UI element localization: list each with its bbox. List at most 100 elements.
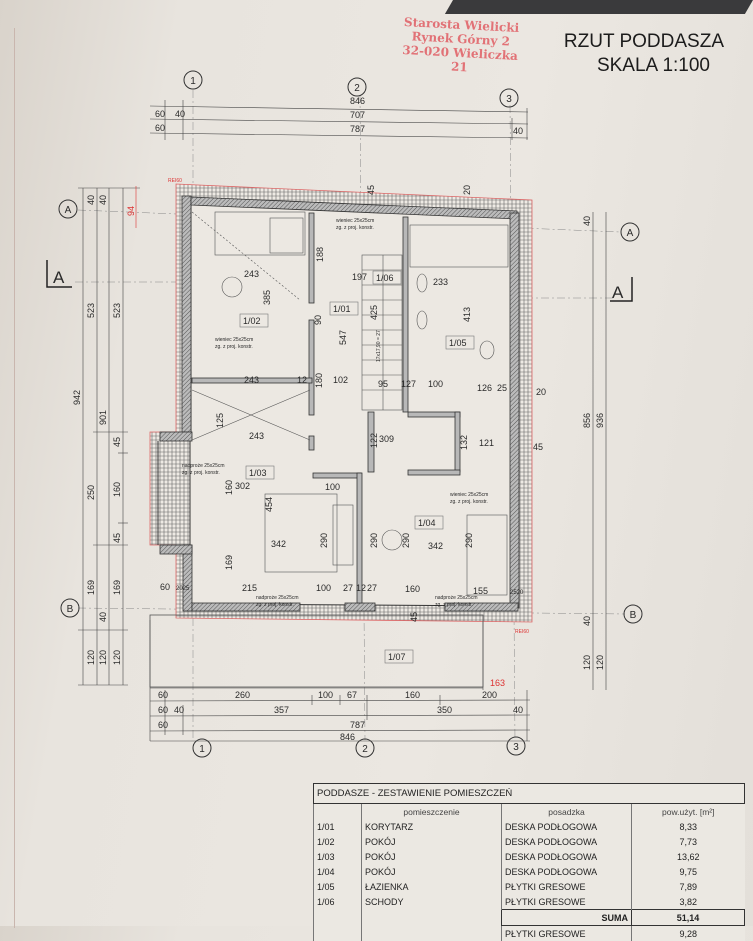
dim: 290 bbox=[401, 533, 411, 548]
dim: 20 bbox=[536, 387, 546, 397]
dim: 233 bbox=[433, 277, 448, 287]
note-zg: zg. z proj. konstr. bbox=[336, 225, 374, 231]
note-zg: zg. z proj. konstr. bbox=[256, 602, 294, 608]
dim: 100 bbox=[325, 482, 340, 492]
dim-red: 94 bbox=[126, 206, 136, 216]
dim: 169 bbox=[224, 555, 234, 570]
note-zg: zg. z proj. konstr. bbox=[182, 470, 220, 476]
dim: 120 bbox=[98, 650, 108, 665]
dim: 45 bbox=[409, 612, 419, 622]
room-label-1-01: 1/01 bbox=[333, 304, 351, 314]
dim: 523 bbox=[86, 303, 96, 318]
dim-bottom-overall: 846 bbox=[340, 732, 355, 742]
dim: 127 bbox=[401, 379, 416, 389]
room-schedule-table: PODDASZE - ZESTAWIENIE POMIESZCZEŃ pomie… bbox=[313, 783, 745, 941]
axis-bubble-a-left: A bbox=[59, 200, 77, 218]
dim: 40 bbox=[513, 126, 523, 136]
dim: 60 bbox=[158, 720, 168, 730]
room-label-1-04: 1/04 bbox=[418, 518, 436, 528]
dim: 67 bbox=[347, 690, 357, 700]
axis-bubble-1: 1 bbox=[184, 71, 202, 89]
dim: 547 bbox=[338, 330, 348, 345]
dim: 120 bbox=[582, 655, 592, 670]
dim: 40 bbox=[513, 705, 523, 715]
note-wieniec: wieniec 25x25cm bbox=[215, 337, 253, 343]
dim: 27 bbox=[343, 583, 353, 593]
note-wieniec: wieniec 25x25cm bbox=[450, 492, 488, 498]
sum-label: SUMA bbox=[502, 910, 632, 926]
dim: 100 bbox=[316, 583, 331, 593]
svg-text:1: 1 bbox=[199, 744, 205, 755]
dim: 20 bbox=[462, 185, 472, 195]
dim: 302 bbox=[235, 481, 250, 491]
axis-bubble-3: 3 bbox=[500, 89, 518, 107]
table-header: pomieszczenie bbox=[362, 804, 502, 820]
note-wieniec: wieniec 25x25cm bbox=[336, 218, 374, 224]
room-label-1-03: 1/03 bbox=[249, 468, 267, 478]
dim: 122 bbox=[369, 433, 379, 448]
fire-rating-label: REI60 bbox=[515, 629, 529, 635]
stairs-spec: 17x17,90 = 27 bbox=[376, 330, 382, 362]
dim: 243 bbox=[244, 269, 259, 279]
dim: 342 bbox=[271, 539, 286, 549]
dim: 243 bbox=[244, 375, 259, 385]
dim: 100 bbox=[318, 690, 333, 700]
dim: 2520 bbox=[510, 590, 524, 596]
dim: 385 bbox=[262, 290, 272, 305]
dim: 121 bbox=[479, 438, 494, 448]
dim: 787 bbox=[350, 124, 365, 134]
dim: 250 bbox=[86, 485, 96, 500]
right-dimensions bbox=[593, 212, 606, 690]
dim: 243 bbox=[249, 431, 264, 441]
dim: 132 bbox=[459, 435, 469, 450]
dim: 102 bbox=[333, 375, 348, 385]
dim: 357 bbox=[274, 705, 289, 715]
dim: 40 bbox=[582, 616, 592, 626]
svg-text:3: 3 bbox=[513, 742, 519, 753]
exterior-walls bbox=[150, 184, 532, 687]
dim: 350 bbox=[437, 705, 452, 715]
dim: 60 bbox=[155, 123, 165, 133]
dim: 260 bbox=[235, 690, 250, 700]
top-dimensions bbox=[150, 100, 528, 140]
room-label-1-05: 1/05 bbox=[449, 338, 467, 348]
dim: 60 bbox=[155, 109, 165, 119]
dim: 160 bbox=[405, 584, 420, 594]
room-label-1-02: 1/02 bbox=[243, 316, 261, 326]
svg-text:A: A bbox=[65, 205, 72, 216]
room-label-1-06: 1/06 bbox=[376, 273, 394, 283]
table-header: pow.użyt. [m²] bbox=[632, 804, 745, 820]
dim: 45 bbox=[533, 442, 543, 452]
table-title: PODDASZE - ZESTAWIENIE POMIESZCZEŃ bbox=[314, 784, 745, 804]
dim: 12 bbox=[356, 583, 366, 593]
note-zg: zg. z proj. konstr. bbox=[215, 344, 253, 350]
axis-bubble-2: 2 bbox=[348, 78, 366, 96]
dim: 169 bbox=[112, 580, 122, 595]
dim: 342 bbox=[428, 541, 443, 551]
dim: 90 bbox=[313, 315, 323, 325]
dim: 27 bbox=[367, 583, 377, 593]
table-header: posadzka bbox=[502, 804, 632, 820]
dim: 787 bbox=[350, 720, 365, 730]
dim: 180 bbox=[314, 373, 324, 388]
dim: 425 bbox=[369, 305, 379, 320]
dim: 45 bbox=[112, 533, 122, 543]
svg-text:A: A bbox=[53, 268, 65, 287]
note-zg: zg. z proj. konstr. bbox=[435, 602, 473, 608]
dim: 290 bbox=[464, 533, 474, 548]
dim: 2025 bbox=[176, 586, 190, 592]
dim: 160 bbox=[112, 482, 122, 497]
dim: 40 bbox=[98, 612, 108, 622]
dim: 215 bbox=[242, 583, 257, 593]
dim: 707 bbox=[350, 110, 365, 120]
section-marker-left: A bbox=[47, 260, 72, 287]
axis-bubble-b-right: B bbox=[624, 605, 642, 623]
dim: 60 bbox=[160, 582, 170, 592]
note-nadproze: nadproże 25x25cm bbox=[435, 595, 478, 601]
dim: 120 bbox=[595, 655, 605, 670]
dim: 60 bbox=[158, 705, 168, 715]
